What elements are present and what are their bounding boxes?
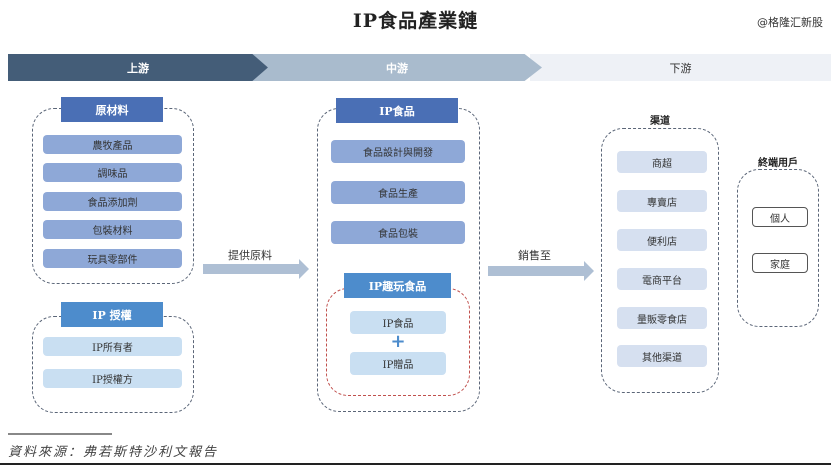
bottom-rule	[0, 463, 831, 465]
ip-fun-food-header: IP趣玩食品	[344, 273, 451, 298]
stage-upstream-label: 上游	[127, 61, 149, 75]
channel-item: 電商平台	[617, 268, 707, 290]
ip-food-item: 食品設計與開發	[331, 140, 465, 163]
raw-material-item: 玩具零部件	[43, 249, 182, 268]
stage-downstream: 下游	[530, 54, 831, 81]
end-users-group	[737, 169, 819, 327]
ip-license-item: IP所有者	[43, 337, 182, 356]
watermark: @格隆汇新股	[757, 16, 823, 29]
ip-fun-food-item: IP贈品	[350, 352, 446, 375]
channel-item: 商超	[617, 151, 707, 173]
channel-item: 量販零食店	[617, 307, 707, 329]
ip-food-header: IP食品	[336, 98, 458, 123]
supply-arrow-label: 提供原料	[228, 249, 272, 262]
channel-item: 其他渠道	[617, 345, 707, 367]
ip-food-item: 食品包裝	[331, 221, 465, 244]
ip-food-item: 食品生產	[331, 181, 465, 204]
raw-material-item: 包裝材料	[43, 220, 182, 239]
page-title: IP食品產業鏈	[352, 10, 479, 32]
end-user-item: 個人	[752, 207, 808, 227]
stage-upstream: 上游	[8, 54, 268, 81]
stage-midstream-label: 中游	[386, 61, 408, 75]
ip-license-header: IP 授權	[61, 302, 163, 327]
raw-material-item: 食品添加劑	[43, 192, 182, 211]
stage-midstream: 中游	[252, 54, 542, 81]
raw-materials-header: 原材料	[61, 97, 163, 122]
sell-arrow-label: 銷售至	[518, 249, 551, 262]
sell-arrow	[488, 261, 594, 281]
ip-license-item: IP授權方	[43, 369, 182, 388]
channels-group	[601, 128, 719, 393]
stage-downstream-label: 下游	[669, 61, 692, 75]
supply-arrow	[203, 259, 309, 279]
source-divider	[8, 433, 112, 435]
channel-item: 專賣店	[617, 190, 707, 212]
end-user-item: 家庭	[752, 253, 808, 273]
plus-icon: +	[390, 331, 406, 352]
channel-item: 便利店	[617, 229, 707, 251]
ip-fun-food-item: IP食品	[350, 311, 446, 334]
source-note: 資料來源：弗若斯特沙利文報告	[8, 445, 219, 460]
raw-material-item: 農牧產品	[43, 135, 182, 154]
raw-material-item: 調味品	[43, 163, 182, 182]
ip-license-group	[32, 316, 194, 413]
channels-title: 渠道	[650, 116, 670, 127]
end-users-title: 終端用戶	[758, 158, 798, 169]
